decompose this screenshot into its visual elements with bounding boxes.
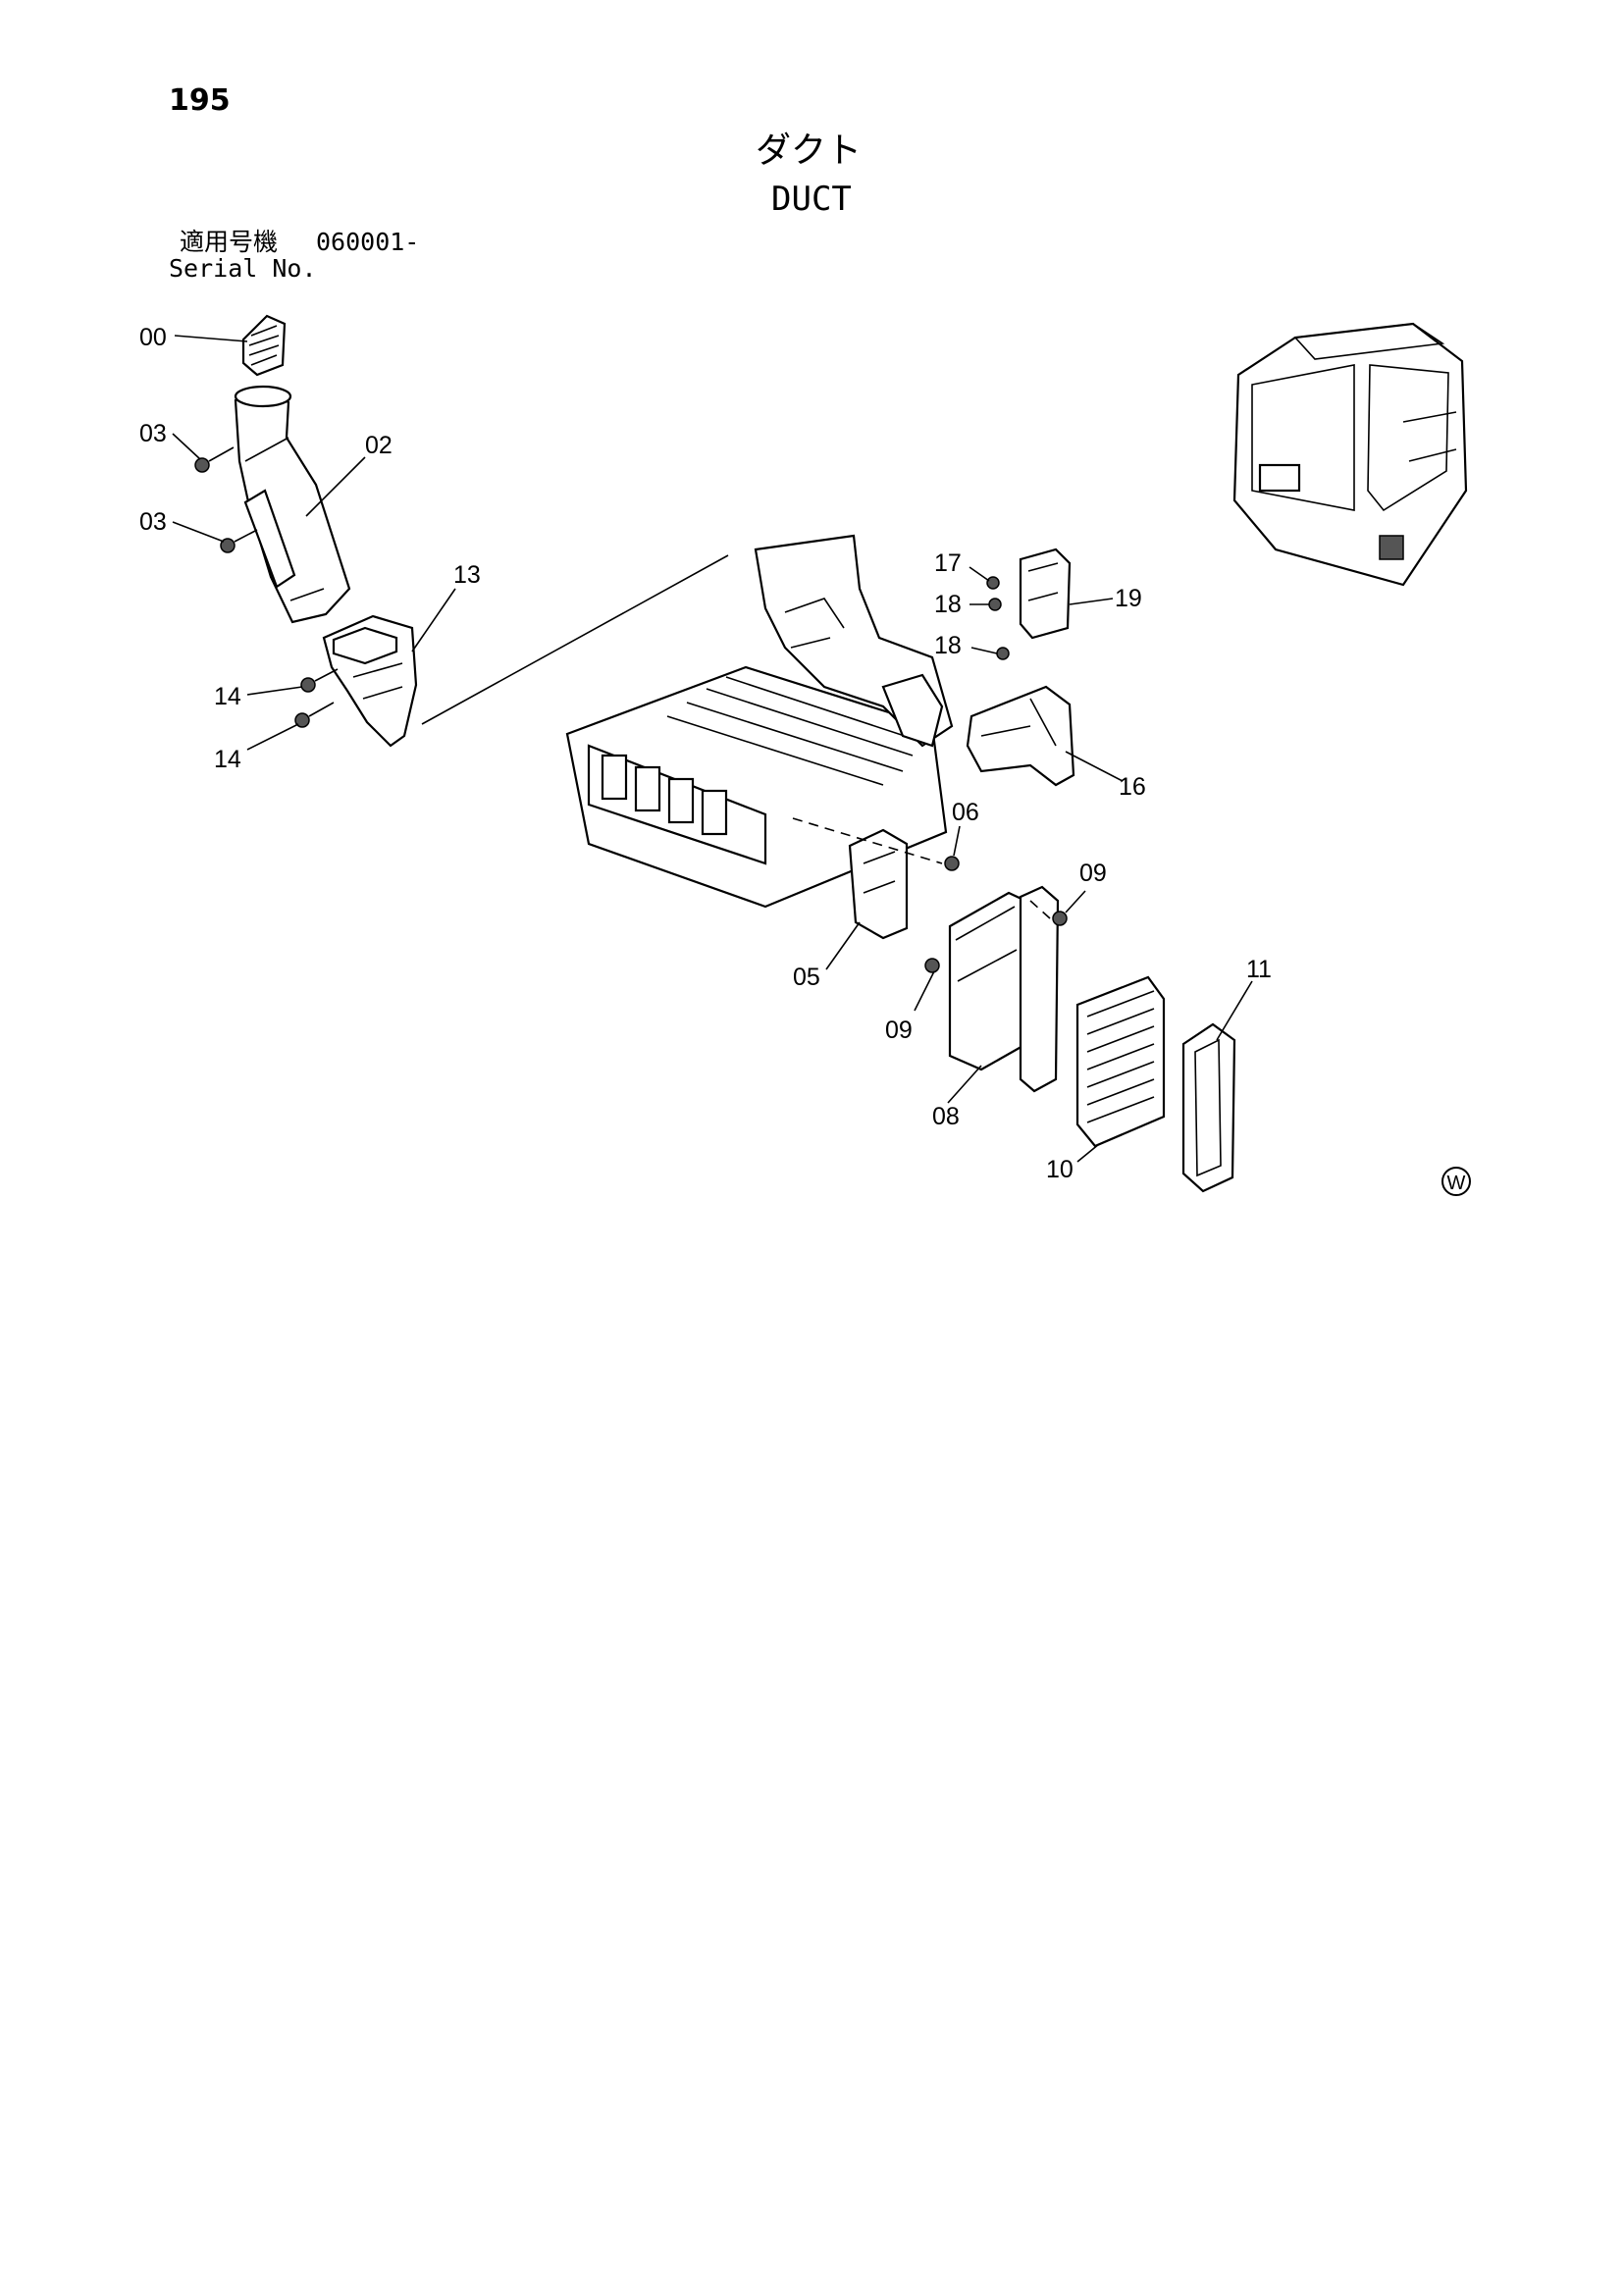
- label-part-06: 06: [952, 799, 979, 826]
- leader-00: [174, 335, 248, 342]
- screw-14-upper: [300, 668, 339, 693]
- label-part-09: 09: [885, 1017, 913, 1044]
- label-part-14: 14: [214, 746, 241, 773]
- bolt-09-lower: [924, 958, 940, 973]
- leader-02: [305, 456, 366, 517]
- title-english: DUCT: [771, 180, 852, 219]
- leader-17: [969, 566, 990, 582]
- leader-06: [953, 825, 961, 857]
- label-part-02: 02: [365, 432, 393, 459]
- label-part-09: 09: [1079, 860, 1107, 887]
- label-part-10: 10: [1046, 1156, 1074, 1183]
- label-part-16: 16: [1119, 773, 1146, 801]
- leader-10: [1076, 1143, 1100, 1163]
- leader-03b: [172, 521, 225, 543]
- label-part-03: 03: [139, 508, 167, 536]
- part-16-side-duct: [966, 685, 1075, 787]
- leader-13: [411, 588, 456, 652]
- serial-label-english: Serial No.: [169, 254, 317, 283]
- svg-text:W: W: [1447, 1173, 1466, 1194]
- part-19-cover: [1019, 548, 1072, 640]
- label-part-11: 11: [1246, 956, 1272, 983]
- screw-03-upper: [194, 446, 235, 473]
- label-part-13: 13: [453, 561, 481, 589]
- cab-illustration: [1232, 322, 1468, 587]
- page-number: 195: [169, 83, 231, 118]
- watermark-circled-w: W: [1441, 1167, 1471, 1196]
- label-part-05: 05: [793, 964, 820, 991]
- screw-18-upper: [988, 598, 1002, 611]
- label-part-17: 17: [934, 549, 962, 577]
- screw-03-lower: [220, 529, 258, 553]
- leader-09a: [1065, 890, 1086, 913]
- leader-14b: [246, 723, 299, 751]
- part-13-lower-duct: [322, 614, 418, 748]
- alignment-line-08: [1029, 900, 1051, 919]
- screw-17: [986, 576, 1000, 590]
- part-11-filter-frame: [1181, 1022, 1236, 1193]
- title-japanese: ダクト: [756, 130, 863, 171]
- alignment-line-05: [792, 817, 943, 864]
- label-part-14: 14: [214, 683, 241, 710]
- screw-14-lower: [294, 702, 335, 728]
- leader-14a: [246, 686, 303, 696]
- serial-label-japanese: 適用号機: [180, 228, 279, 256]
- serial-number-value: 060001-: [316, 228, 420, 256]
- part-08-filter-case: [948, 885, 1060, 1093]
- bolt-06: [944, 856, 960, 871]
- leader-16: [1065, 751, 1124, 782]
- bolt-09-upper: [1052, 911, 1068, 926]
- leader-18b: [970, 647, 998, 654]
- label-part-19: 19: [1115, 585, 1142, 612]
- part-02-upper-duct: [234, 385, 351, 624]
- leader-09b: [914, 970, 935, 1012]
- label-part-08: 08: [932, 1103, 960, 1130]
- label-part-03: 03: [139, 420, 167, 447]
- part-00-vent-louver: [241, 314, 287, 377]
- screw-18-lower: [996, 647, 1010, 660]
- leader-08: [947, 1065, 982, 1104]
- part-10-filter-element: [1075, 975, 1166, 1148]
- leader-03a: [172, 433, 201, 460]
- label-part-18: 18: [934, 591, 962, 618]
- label-part-00: 00: [139, 324, 167, 351]
- connector-line: [421, 554, 729, 725]
- part-05-cover-plate: [848, 828, 909, 940]
- leader-11: [1216, 980, 1253, 1041]
- leader-19: [1069, 598, 1114, 605]
- leader-05: [825, 921, 861, 970]
- label-part-18: 18: [934, 632, 962, 659]
